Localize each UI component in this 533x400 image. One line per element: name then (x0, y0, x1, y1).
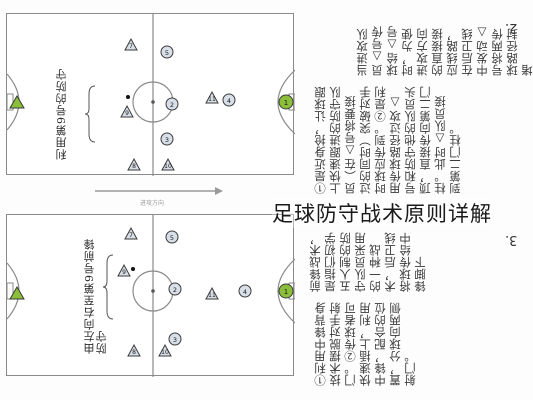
player-triangle (161, 157, 175, 171)
center-spot (151, 289, 155, 293)
right-penalty-arc (277, 69, 295, 135)
player-number: 4 (243, 288, 247, 296)
player-number: 10 (164, 163, 172, 170)
player-number: 9 (125, 110, 129, 117)
arrow-caption: 进攻方向 (140, 200, 165, 207)
bracket (102, 254, 114, 320)
player-triangle (120, 104, 134, 118)
player-number: 5 (165, 49, 169, 57)
player-number: 1 (284, 288, 288, 296)
right-penalty-arc (277, 258, 295, 324)
player-triangle (124, 37, 138, 51)
player-triangle (9, 286, 25, 300)
player-circle (165, 230, 179, 244)
player-number: 2 (173, 286, 177, 294)
player-number: 3 (173, 336, 177, 344)
player-circle (222, 93, 236, 107)
player-triangle (124, 226, 138, 240)
paragraph-bottom-1: 前锋战术，是指们初学五人制的防守队员采用的一种战术，后卫线将球传给中锋脚下 (308, 232, 427, 292)
player-triangle (205, 286, 219, 300)
player-triangle (117, 263, 131, 277)
player-number: 10 (161, 349, 169, 356)
player-number: 11 (208, 96, 216, 103)
center-spot (151, 100, 155, 104)
field-note-top: 利用第9号的防守 (55, 68, 68, 160)
player-number: 7 (129, 232, 133, 239)
player-number: 9 (122, 269, 126, 276)
player-number: 11 (208, 292, 216, 299)
bracket (84, 85, 96, 143)
soccer-field-bottom: 1 7 9 8 11 10 5 2 3 4 (6, 214, 295, 377)
player-number: 5 (170, 234, 174, 242)
player-circle (160, 132, 174, 146)
player-circle (165, 97, 179, 111)
player-triangle (158, 343, 172, 357)
player-circle (238, 284, 252, 298)
player-number: 3 (165, 136, 169, 144)
paragraph-top-2: ①是近身抢，让球跟上快速跟进的防守队员（在△号将要接过的同时）突破对手时球应传到… (313, 86, 462, 194)
player-circle (160, 45, 174, 59)
player-circle (278, 94, 294, 110)
soccer-field-top: 1 7 9 8 11 10 5 2 3 4 (6, 13, 295, 176)
player-triangle (9, 95, 25, 109)
player-circle (168, 282, 182, 296)
section-number-bottom: 3. (505, 232, 518, 247)
player-circle (278, 283, 294, 299)
player-triangle (127, 343, 141, 357)
player-number: 2 (170, 101, 174, 109)
player-circle (168, 332, 182, 346)
player-triangle (127, 157, 141, 171)
field-diagram-top: 1 7 9 8 11 10 5 2 3 4 (7, 14, 295, 176)
player-triangle (205, 90, 219, 104)
field-diagram-bottom: 1 7 9 8 11 10 5 2 3 4 (7, 215, 295, 377)
paragraph-bottom-2: ①利用中锋背身技术摆脱对手射门。②传球者可快速插上，利用中锋，配合的位置，分球向… (313, 302, 417, 386)
player-number: 8 (132, 349, 136, 356)
player-number: 7 (129, 43, 133, 50)
player-number: 1 (284, 99, 288, 107)
player-number: 4 (227, 97, 231, 105)
direction-arrow (95, 187, 223, 195)
overlay-title: 足球防守战术原则详解 (272, 198, 492, 228)
field-note-bottom: 由左向右至第9号前锋防守 (83, 238, 108, 354)
ball (126, 95, 130, 99)
ball (131, 267, 135, 271)
paragraph-top-1: 当进攻队员△号传球给△号时，为使进攻方向的直接接应线路，在后卫线中发动△号将两传… (355, 25, 533, 77)
player-number: 8 (132, 163, 136, 170)
